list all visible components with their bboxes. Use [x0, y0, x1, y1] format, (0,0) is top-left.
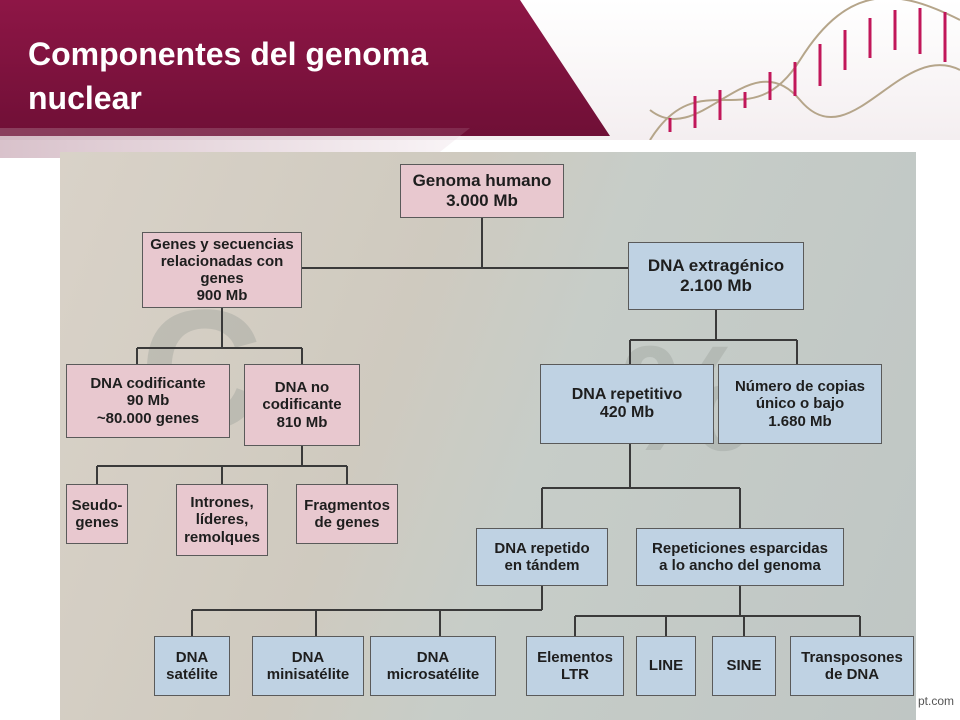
node-elementos-ltr: Elementos LTR [526, 636, 624, 696]
site-credit: pt.com [918, 694, 955, 708]
node-genes-secuencias: Genes y secuencias relacionadas con gene… [142, 232, 302, 308]
node-fragmentos-genes: Fragmentos de genes [296, 484, 398, 544]
page-title: Componentes del genoma nuclear [28, 36, 429, 116]
node-dna-codificante: DNA codificante 90 Mb ~80.000 genes [66, 364, 230, 438]
node-intrones: Intrones, líderes, remolques [176, 484, 268, 556]
node-copias-unico: Número de copias único o bajo 1.680 Mb [718, 364, 882, 444]
dna-helix-icon [649, 0, 960, 140]
slide-header: Componentes del genoma nuclear [0, 0, 960, 158]
node-seudogenes: Seudo- genes [66, 484, 128, 544]
node-line: LINE [636, 636, 696, 696]
node-dna-satelite: DNA satélite [154, 636, 230, 696]
node-genoma-humano: Genoma humano 3.000 Mb [400, 164, 564, 218]
node-dna-minisatelite: DNA minisatélite [252, 636, 364, 696]
node-dna-repetido-tandem: DNA repetido en tándem [476, 528, 608, 586]
node-repeticiones-esparcidas: Repeticiones esparcidas a lo ancho del g… [636, 528, 844, 586]
node-dna-repetitivo: DNA repetitivo 420 Mb [540, 364, 714, 444]
node-dna-extragenico: DNA extragénico 2.100 Mb [628, 242, 804, 310]
node-dna-no-codificante: DNA no codificante 810 Mb [244, 364, 360, 446]
node-sine: SINE [712, 636, 776, 696]
title-banner [0, 0, 610, 136]
node-transposones-dna: Transposones de DNA [790, 636, 914, 696]
node-dna-microsatelite: DNA microsatélite [370, 636, 496, 696]
